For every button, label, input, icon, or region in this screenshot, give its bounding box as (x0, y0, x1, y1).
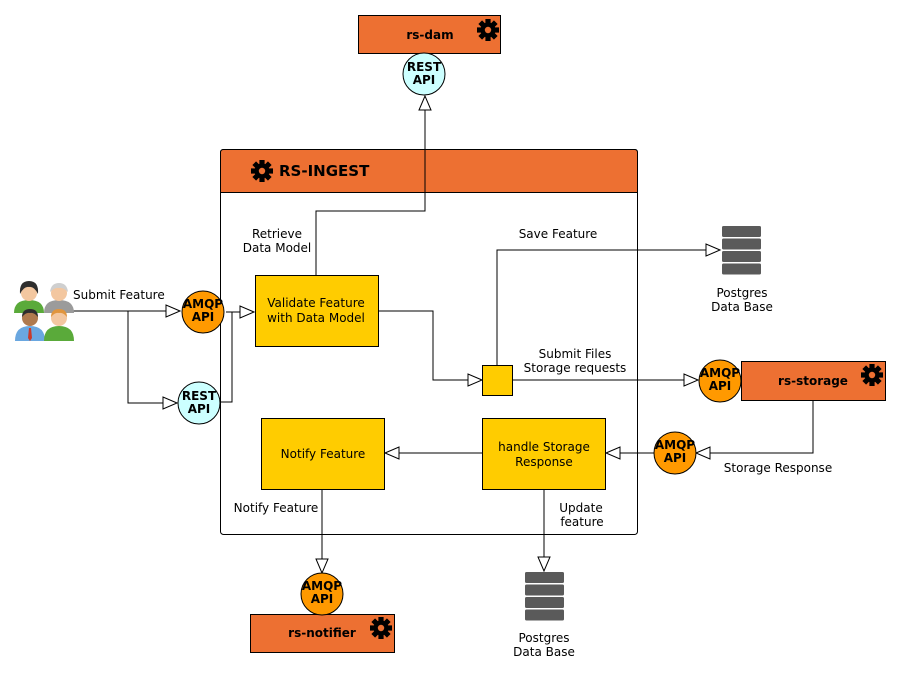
process-label: Notify Feature (281, 447, 366, 461)
database-icon (722, 226, 761, 275)
api-label: API (664, 451, 687, 465)
api-label: API (188, 402, 211, 416)
gear-icon (251, 160, 273, 182)
database-label: Postgres (518, 631, 569, 645)
api-label: AMQP (655, 438, 695, 452)
label-submit-feature: Submit Feature (73, 288, 165, 302)
label-update-feature: Update (559, 501, 602, 515)
connector-users-rest (127, 311, 163, 404)
service-label: rs-storage (778, 374, 848, 388)
service-label: rs-notifier (288, 626, 356, 640)
amqp-api-storage: AMQP API (698, 359, 742, 403)
flow-labels: Submit Feature Retrieve Data Model Save … (73, 227, 832, 529)
label-notify-feature: Notify Feature (234, 501, 319, 515)
api-label: API (311, 592, 334, 606)
service-rs-storage: rs-storage (741, 361, 886, 401)
label-submit-files: Storage requests (524, 361, 627, 375)
process-label: handle Storage (498, 440, 590, 454)
arrow-head (162, 396, 179, 410)
api-label: AMQP (302, 579, 342, 593)
arrow-head (165, 304, 182, 318)
dispatch-node (482, 365, 513, 396)
arrow-head (315, 558, 329, 575)
process-notify-feature: Notify Feature (261, 418, 385, 490)
connector-rest-validate (221, 311, 242, 403)
api-label: AMQP (700, 366, 740, 380)
amqp-api-storage-response: AMQP API (653, 431, 697, 475)
label-retrieve: Data Model (243, 241, 312, 255)
process-label: Response (515, 455, 573, 469)
api-label: REST (407, 60, 442, 74)
database-update: Postgres Data Base (513, 572, 575, 659)
process-handle-storage-response: handle Storage Response (482, 418, 606, 490)
label-save-feature: Save Feature (519, 227, 598, 241)
container-title: RS-INGEST (279, 162, 370, 180)
database-save: Postgres Data Base (711, 226, 773, 314)
arrow-heads (162, 94, 722, 575)
rest-api-dam: REST API (402, 52, 446, 96)
label-retrieve: Retrieve (252, 227, 302, 241)
api-label: API (413, 73, 436, 87)
amqp-api-notifier: AMQP API (300, 572, 344, 616)
arrow-head (418, 94, 432, 111)
label-submit-files: Submit Files (539, 347, 612, 361)
service-label: rs-dam (406, 28, 453, 42)
database-label: Postgres (716, 286, 767, 300)
label-storage-response: Storage Response (724, 461, 832, 475)
process-validate-feature: Validate Feature with Data Model (255, 275, 379, 347)
users-icon (14, 281, 74, 341)
connector-retrieve (315, 97, 426, 275)
arrow-head (467, 373, 484, 387)
api-label: API (192, 310, 215, 324)
database-label: Data Base (711, 300, 773, 314)
arrow-head (537, 556, 551, 573)
database-icon (525, 572, 564, 621)
arrow-head (239, 305, 256, 319)
arrow-head (604, 446, 621, 460)
gear-icon (861, 364, 883, 386)
connectors (70, 97, 814, 560)
gear-icon (370, 617, 392, 639)
label-update-feature: feature (560, 515, 603, 529)
arrow-head (705, 243, 722, 257)
arrow-head (683, 373, 700, 387)
rest-api-ingest: REST API (177, 381, 221, 425)
gear-icon (477, 19, 499, 41)
database-label: Data Base (513, 645, 575, 659)
connector-storage-response (697, 401, 814, 454)
amqp-api-ingest: AMQP API (181, 290, 225, 334)
connector-validate-dispatch (379, 310, 470, 381)
service-rs-notifier: rs-notifier (250, 614, 395, 653)
api-label: AMQP (183, 297, 223, 311)
arrow-head (383, 446, 400, 460)
process-label: Validate Feature (267, 296, 365, 310)
service-rs-dam: rs-dam (358, 15, 501, 54)
api-label: REST (182, 389, 217, 403)
api-label: API (709, 379, 732, 393)
connector-save-feature (496, 249, 708, 365)
arrow-head (694, 446, 711, 460)
process-label: with Data Model (267, 311, 365, 325)
